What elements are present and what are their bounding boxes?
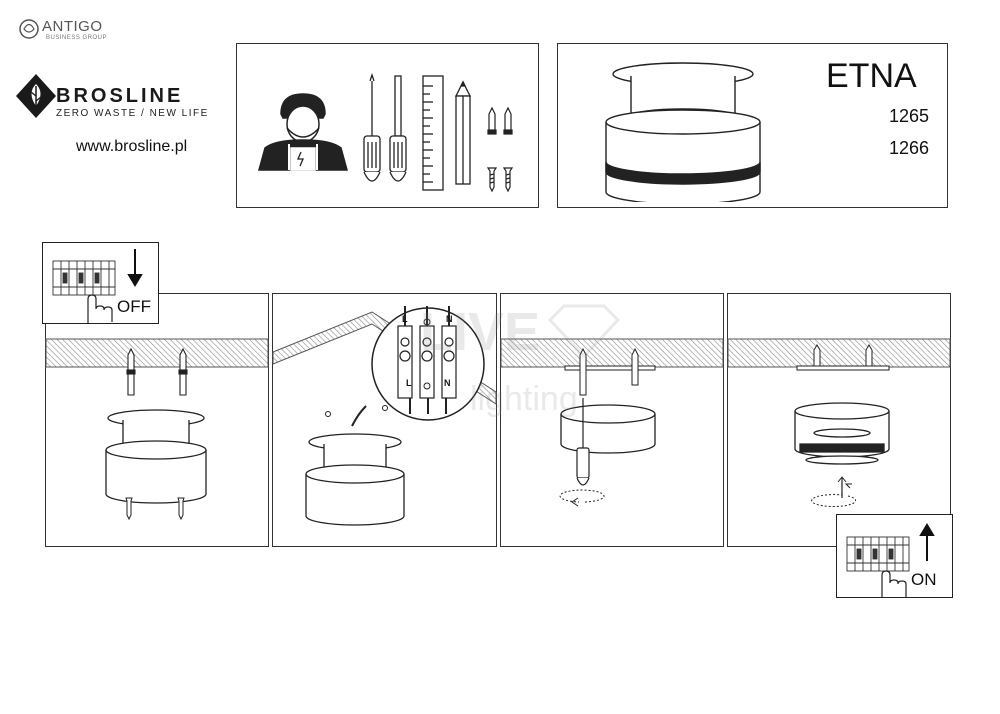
- hand-icon: [87, 294, 113, 323]
- ground-icon: [423, 318, 431, 326]
- hand-icon: [881, 570, 907, 597]
- watermark: LIVE lighting: [420, 302, 621, 418]
- brand-name: BROSLINE: [56, 85, 184, 107]
- step-3-panel: [500, 293, 724, 547]
- watermark-line2: lighting: [470, 380, 578, 418]
- step-2-panel: L N L N: [272, 293, 497, 547]
- power-off-panel: OFF: [42, 242, 159, 324]
- product-code-1: 1265: [889, 106, 930, 126]
- screwdriver-icon: [363, 72, 381, 182]
- terminal-top-n: N: [446, 314, 453, 324]
- diamond-icon: [547, 304, 621, 359]
- screw-icon: [125, 497, 185, 521]
- wall-plug-icon: [126, 347, 188, 396]
- tools-icon: [258, 72, 514, 193]
- product-name: ETNA: [826, 57, 917, 95]
- brosline-logo: BROSLINE ZERO WASTE / NEW LIFE: [14, 72, 234, 122]
- on-label: ON: [911, 570, 937, 589]
- power-on-panel: ON: [836, 514, 953, 598]
- arrow-down-icon: [127, 249, 143, 287]
- step-1-panel: [45, 293, 269, 547]
- antigo-logo: ANTIGO BUSINESS GROUP: [18, 16, 128, 46]
- terminal-block-icon: L N L N: [371, 306, 485, 421]
- brand-tagline: ZERO WASTE / NEW LIFE: [56, 108, 209, 119]
- screwdriver-icon: [576, 398, 590, 486]
- lamp-icon: [105, 409, 207, 504]
- watermark-line1: LIVE: [420, 302, 540, 362]
- screw-icon: [486, 167, 514, 193]
- lamp-product-icon: [605, 62, 761, 202]
- lamp-icon: [560, 404, 656, 454]
- worker-icon: [258, 93, 348, 171]
- antigo-subtitle: BUSINESS GROUP: [46, 35, 108, 41]
- product-panel: ETNA 1265 1266: [557, 43, 948, 208]
- step-4-panel: [727, 293, 951, 547]
- tools-panel: [236, 43, 539, 208]
- leaf-diamond-icon: [16, 74, 56, 118]
- antigo-mark-icon: [19, 19, 39, 39]
- arrow-up-icon: [919, 523, 935, 561]
- ruler-icon: [422, 75, 444, 191]
- product-code-2: 1266: [889, 138, 930, 158]
- lamp-icon: [305, 433, 405, 526]
- pencil-icon: [454, 80, 472, 185]
- breaker-panel-icon: [846, 536, 910, 572]
- antigo-name: ANTIGO: [42, 18, 103, 35]
- screwdriver-icon: [389, 75, 407, 182]
- terminal-bottom-n: N: [444, 378, 451, 388]
- website-link[interactable]: www.brosline.pl: [76, 138, 188, 155]
- ground-icon: [423, 382, 431, 390]
- wall-plug-icon: [487, 106, 513, 135]
- breaker-panel-icon: [52, 260, 116, 296]
- off-label: OFF: [117, 297, 151, 316]
- terminal-top-l: L: [402, 314, 408, 324]
- terminal-bottom-l: L: [406, 378, 412, 388]
- lamp-icon: [794, 402, 890, 465]
